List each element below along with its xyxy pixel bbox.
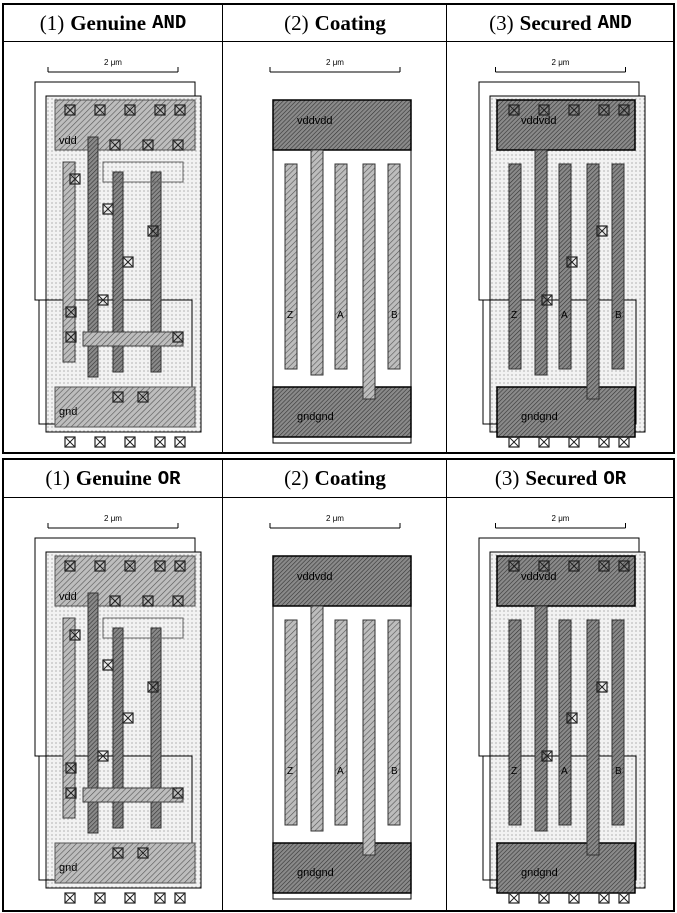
table-rule: [446, 3, 447, 454]
gnd-label: gndgnd: [297, 411, 334, 423]
cell-title: Genuine: [70, 10, 147, 35]
table-rule: [446, 458, 447, 912]
gnd-label: gnd: [59, 862, 77, 874]
table-rule: [2, 497, 675, 498]
cell-number: (1): [39, 10, 65, 35]
layout-figure-genuine: 2 μm vdd gnd: [34, 514, 202, 904]
scale-bar: 2 μm: [47, 514, 179, 529]
scale-bar: 2 μm: [47, 58, 179, 73]
table-rule: [222, 3, 223, 454]
gnd-label: gnd: [59, 406, 77, 418]
gnd-label: gndgnd: [297, 867, 334, 879]
cell-number: (1): [45, 466, 70, 490]
cell-number: (2): [284, 10, 309, 35]
gnd-label: gndgnd: [521, 867, 558, 879]
table-rule: [222, 458, 223, 912]
gate-name: OR: [157, 467, 181, 490]
table-rule: [2, 3, 4, 454]
scale-label: 2 μm: [104, 514, 122, 523]
scale-label: 2 μm: [104, 58, 122, 67]
pin-label-a: A: [337, 310, 344, 321]
gate-name: OR: [603, 467, 627, 490]
pin-label-z: Z: [287, 310, 293, 321]
cell-header: (2)Coating: [223, 5, 447, 41]
scale-label: 2 μm: [326, 58, 344, 67]
pin-label-z: Z: [511, 310, 517, 321]
table-rule: [2, 458, 675, 460]
cell-title: Secured: [525, 466, 598, 490]
gnd-label: gndgnd: [521, 411, 558, 423]
scale-bar: 2 μm: [495, 514, 626, 529]
gate-name: AND: [152, 12, 187, 34]
cell-number: (3): [489, 10, 514, 35]
vdd-label: vddvdd: [297, 571, 332, 583]
pin-label-b: B: [615, 766, 622, 777]
scale-bar: 2 μm: [269, 58, 401, 73]
scale-label: 2 μm: [552, 514, 570, 523]
genuine-layout: vdd gnd: [34, 537, 202, 904]
gate-name: AND: [597, 12, 632, 34]
vdd-label: vddvdd: [297, 115, 332, 127]
genuine-layout: vdd gnd: [34, 81, 202, 448]
cell-title: Coating: [314, 10, 386, 35]
table-rule: [2, 41, 675, 42]
table-rule: [2, 458, 4, 912]
table-rule: [2, 910, 675, 912]
scale-label: 2 μm: [326, 514, 344, 523]
pin-label-a: A: [561, 766, 568, 777]
table-rule: [2, 452, 675, 454]
layout-figure-genuine: 2 μm vdd gnd: [34, 58, 202, 448]
table-rule: [673, 458, 675, 912]
pin-label-z: Z: [511, 766, 517, 777]
scale-bar: 2 μm: [269, 514, 401, 529]
pin-label-a: A: [561, 310, 568, 321]
vdd-label: vdd: [59, 135, 77, 147]
vdd-label: vdd: [59, 591, 77, 603]
vdd-label: vddvdd: [521, 115, 556, 127]
cell-title: Coating: [314, 466, 386, 490]
cell-title: Secured: [519, 10, 592, 35]
pin-label-z: Z: [287, 766, 293, 777]
scale-label: 2 μm: [552, 58, 570, 67]
table-rule: [2, 3, 675, 5]
pin-label-b: B: [391, 310, 398, 321]
cell-header: (2)Coating: [223, 460, 447, 497]
pin-label-b: B: [615, 310, 622, 321]
cell-number: (3): [494, 466, 520, 490]
cell-number: (2): [284, 466, 309, 490]
cell-title: Genuine: [75, 466, 152, 490]
vdd-label: vddvdd: [521, 571, 556, 583]
table-rule: [673, 3, 675, 454]
scale-bar: 2 μm: [495, 58, 626, 73]
pin-label-b: B: [391, 766, 398, 777]
pin-label-a: A: [337, 766, 344, 777]
